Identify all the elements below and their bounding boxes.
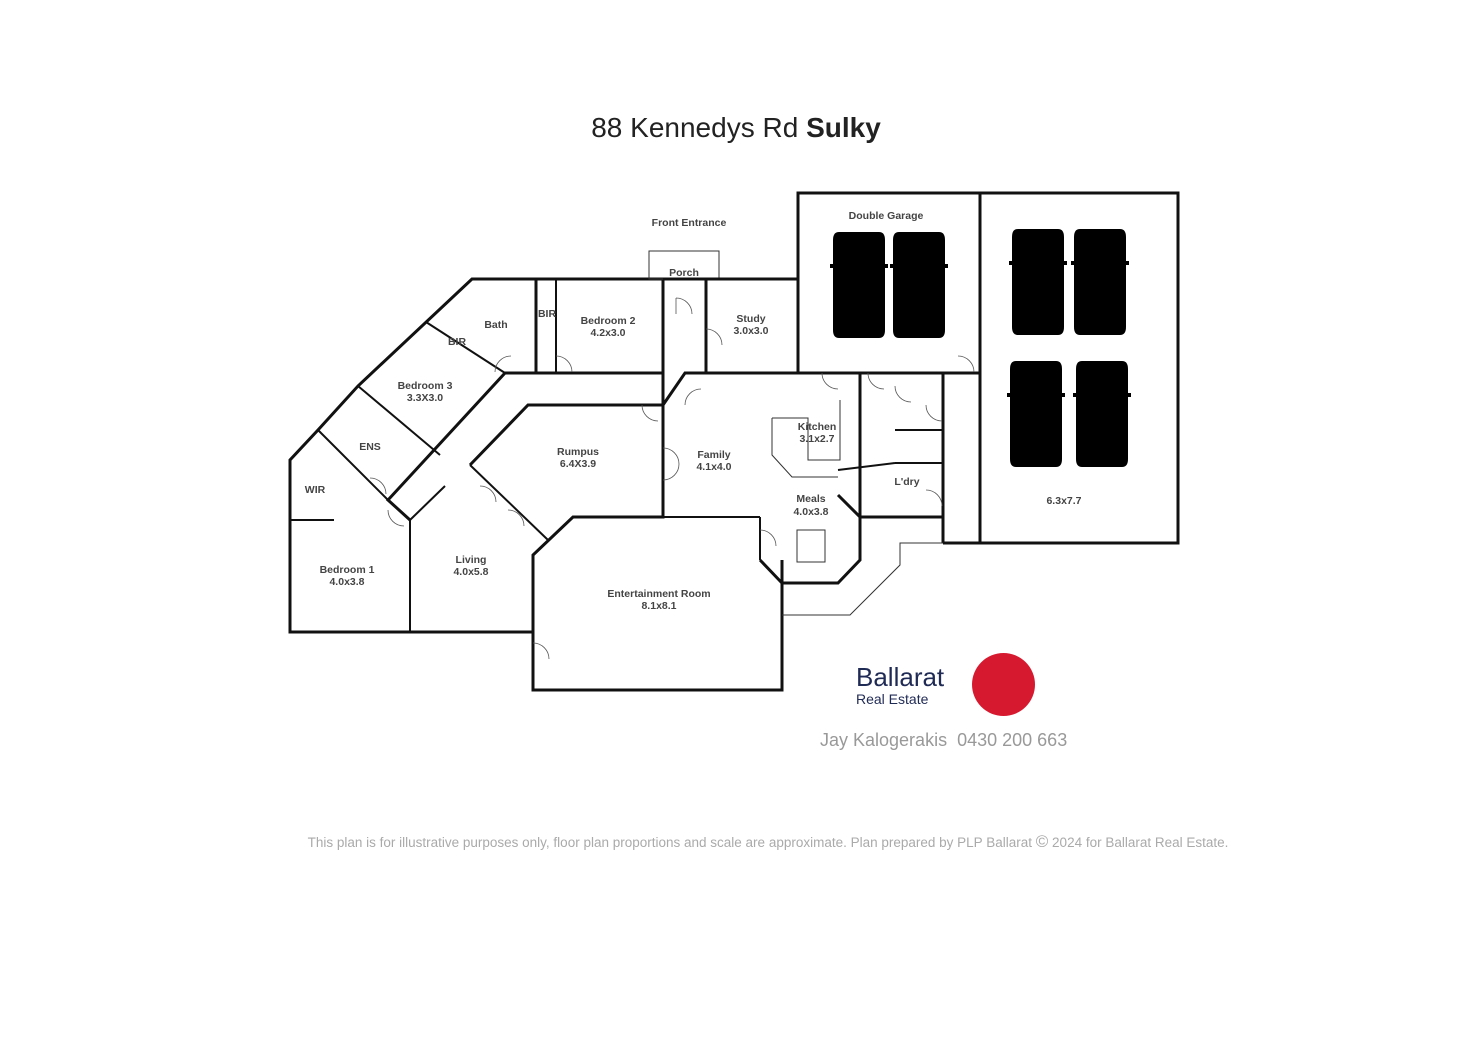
room-size: 6.3x7.7 <box>1046 495 1081 507</box>
room-size: 4.2x3.0 <box>590 327 625 339</box>
brand-wordmark: Ballarat Real Estate <box>856 664 944 707</box>
copyright-symbol: © <box>1035 832 1049 851</box>
room-label: BIR <box>448 336 467 348</box>
room-labels: Front Entrance Porch Double Garage Bath … <box>305 210 1082 612</box>
house-walls <box>288 250 943 692</box>
agent-name: Jay Kalogerakis <box>820 730 948 750</box>
room-size: 3.3X3.0 <box>407 392 443 404</box>
brand-name: Ballarat <box>856 662 945 692</box>
room-size: 4.1x4.0 <box>696 461 731 473</box>
room-label: Bedroom 2 <box>581 315 636 327</box>
room-size: 4.0x3.8 <box>793 506 828 518</box>
brand-subtitle: Real Estate <box>856 691 929 707</box>
brand-logo-icon <box>972 653 1035 716</box>
room-label: WIR <box>305 484 326 496</box>
room-label: Bath <box>484 319 507 331</box>
room-size: 4.0x3.8 <box>329 576 364 588</box>
room-label: Living <box>456 554 487 566</box>
room-size: 6.4X3.9 <box>560 458 596 470</box>
room-label: Kitchen <box>798 421 837 433</box>
disclaimer-text: This plan is for illustrative purposes o… <box>307 835 1032 850</box>
agent-contact: Jay Kalogerakis 0430 200 663 <box>820 730 1067 751</box>
room-size: 3.1x2.7 <box>799 433 834 445</box>
disclaimer: This plan is for illustrative purposes o… <box>0 832 1472 852</box>
room-label: BIR <box>538 308 557 320</box>
room-label: Bedroom 3 <box>398 380 453 392</box>
room-size: 4.0x5.8 <box>453 566 488 578</box>
room-label: Family <box>697 449 730 461</box>
room-label: Rumpus <box>557 446 599 458</box>
room-label: Double Garage <box>849 210 924 222</box>
room-size: 8.1x8.1 <box>641 600 676 612</box>
room-size: 3.0x3.0 <box>733 325 768 337</box>
room-label: L'dry <box>894 476 919 488</box>
room-label: ENS <box>359 441 381 453</box>
room-label: Entertainment Room <box>607 588 710 600</box>
disclaimer-year: 2024 for Ballarat Real Estate. <box>1052 835 1229 850</box>
plan-title: 88 Kennedys Rd Sulky <box>0 112 1472 144</box>
address: 88 Kennedys Rd <box>591 112 799 143</box>
door-arcs <box>369 297 975 660</box>
room-label: Bedroom 1 <box>320 564 375 576</box>
room-label: Study <box>736 313 765 325</box>
room-label: Front Entrance <box>652 217 727 229</box>
room-label: Meals <box>796 493 825 505</box>
suburb: Sulky <box>806 112 881 143</box>
room-label: Porch <box>669 267 699 279</box>
agent-phone: 0430 200 663 <box>957 730 1068 750</box>
